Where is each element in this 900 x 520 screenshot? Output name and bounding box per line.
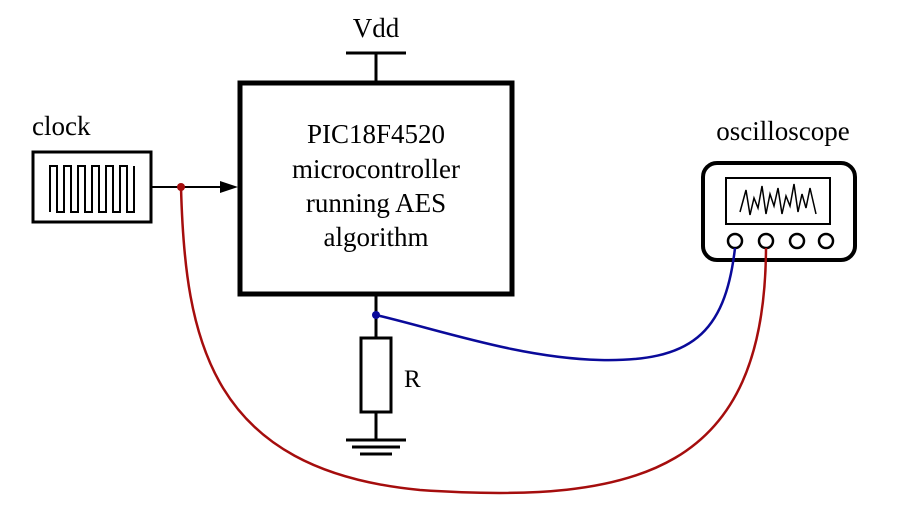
oscilloscope-port-2 (757, 232, 775, 250)
mcu-label-line-2: microcontroller (292, 154, 460, 184)
oscilloscope-trace (739, 183, 817, 216)
oscilloscope-label: oscilloscope (716, 116, 849, 146)
mcu-label-line-4: algorithm (324, 222, 429, 252)
vdd-supply: Vdd (346, 13, 406, 82)
oscilloscope: oscilloscope (701, 116, 857, 262)
resistor-label: R (404, 366, 421, 393)
mcu-label-line-1: PIC18F4520 (307, 119, 445, 149)
probe-junction-red (177, 183, 185, 191)
clock-label: clock (32, 111, 91, 141)
oscilloscope-port-4 (817, 232, 835, 250)
microcontroller-block: PIC18F4520 microcontroller running AES a… (237, 80, 515, 297)
oscilloscope-port-3 (788, 232, 806, 250)
probe-wire-blue (375, 247, 737, 362)
clock-source: clock (31, 111, 238, 224)
ground-icon (346, 438, 406, 456)
probe-wire-red (179, 186, 768, 495)
probe-junction-blue (372, 311, 380, 319)
oscilloscope-screen (725, 177, 831, 225)
oscilloscope-port-1 (726, 232, 744, 250)
microcontroller-box (237, 80, 515, 297)
clock-arrow-icon (220, 181, 238, 193)
mcu-label-line-3: running AES (306, 188, 446, 218)
resistor-ground: R (346, 295, 421, 456)
vdd-label: Vdd (353, 13, 400, 43)
square-wave-icon (49, 165, 135, 213)
resistor-icon (359, 336, 393, 414)
